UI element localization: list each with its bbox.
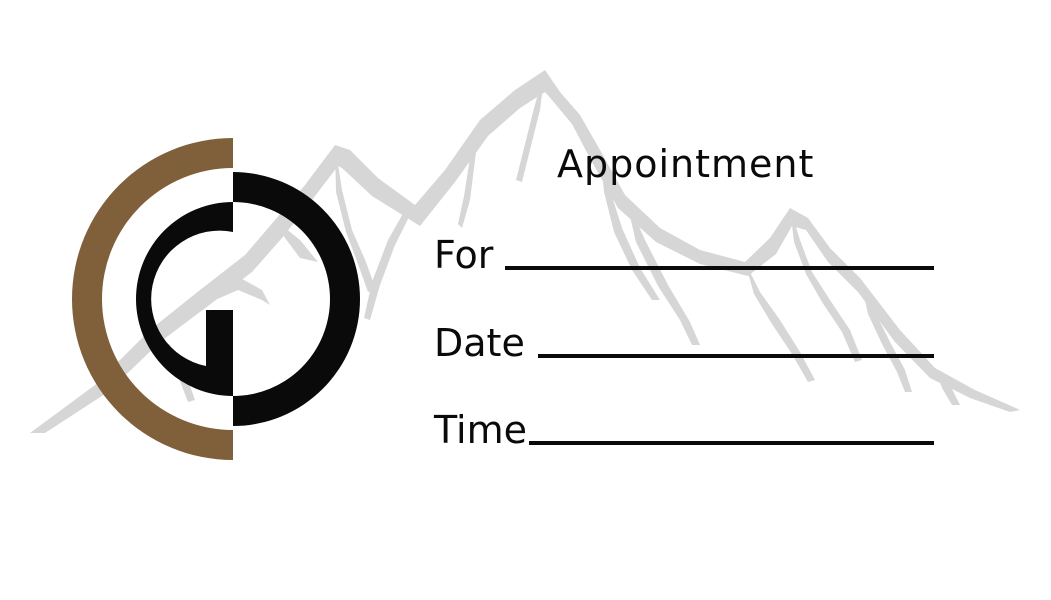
date-label: Date	[434, 321, 525, 365]
for-field: For	[434, 214, 934, 274]
date-write-line	[538, 354, 934, 358]
time-field: Time	[434, 389, 934, 449]
card-title: Appointment	[557, 142, 815, 186]
date-field: Date	[434, 302, 934, 362]
for-write-line	[505, 266, 934, 270]
time-write-line	[529, 441, 934, 445]
for-label: For	[434, 233, 494, 277]
time-label: Time	[434, 408, 527, 452]
